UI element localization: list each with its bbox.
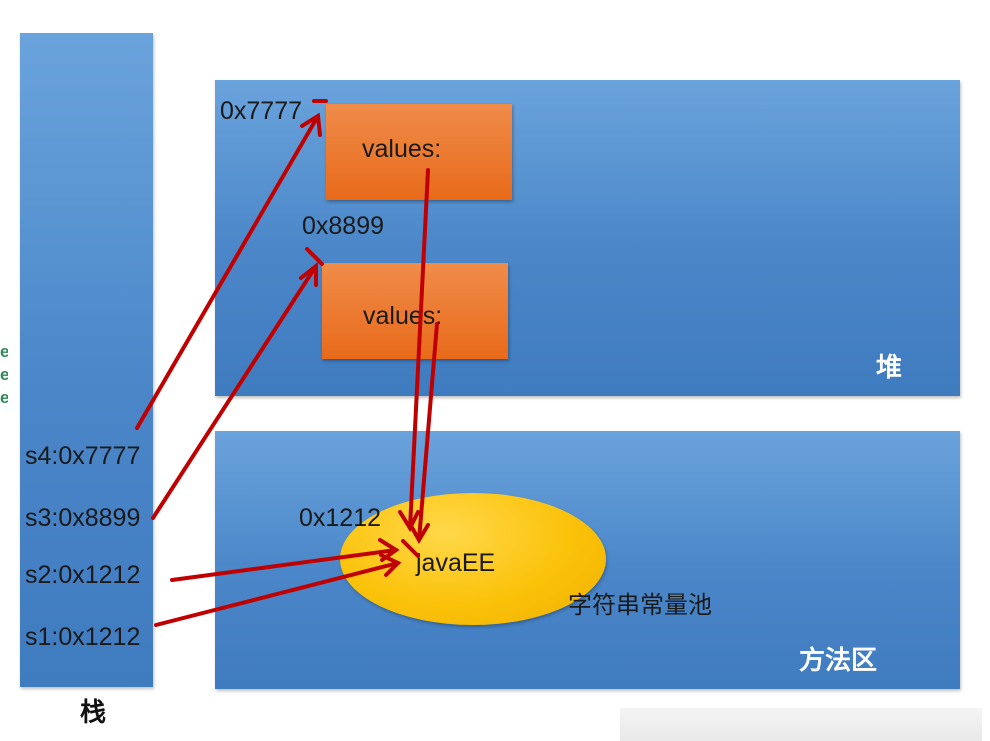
heap-label: 堆 [876,353,903,383]
tick-0x1212 [401,539,420,558]
arrow-s1-to-pool [154,561,400,627]
bottom-right-fade [620,708,982,741]
tick-0x8899 [305,247,324,266]
stack-var-s4: s4:0x7777 [25,442,141,470]
stack-var-s2: s2:0x1212 [25,561,141,589]
arrow-s2-to-pool [170,548,398,582]
heap-object-values-label-2: values: [363,302,443,330]
heap-address-0x7777: 0x7777 [220,97,303,125]
heap-object-values-label-1: values: [362,135,442,163]
arrow-obj2-to-pool [417,322,439,542]
heap-object-0x8899 [322,263,508,359]
stack-var-s3: s3:0x8899 [25,504,141,532]
pool-address-0x1212: 0x1212 [299,504,382,532]
heap-address-0x8899: 0x8899 [302,212,385,240]
arrowhead-obj2 [408,522,430,544]
stack-var-s1: s1:0x1212 [25,623,141,651]
stack-region [20,33,153,687]
arrow-s4-to-heap [135,114,320,430]
heap-object-0x7777 [326,104,512,200]
arrowhead-s4 [300,112,322,137]
arrow-obj1-to-pool [408,168,430,530]
method-area-label: 方法区 [799,646,878,676]
string-pool-label: 字符串常量池 [568,591,712,619]
stack-label: 栈 [80,698,107,728]
pool-string-value: javaEE [416,549,496,577]
arrowhead-s3 [299,261,318,287]
arrowhead-s1 [379,553,402,577]
arrow-s3-to-heap [151,264,318,520]
